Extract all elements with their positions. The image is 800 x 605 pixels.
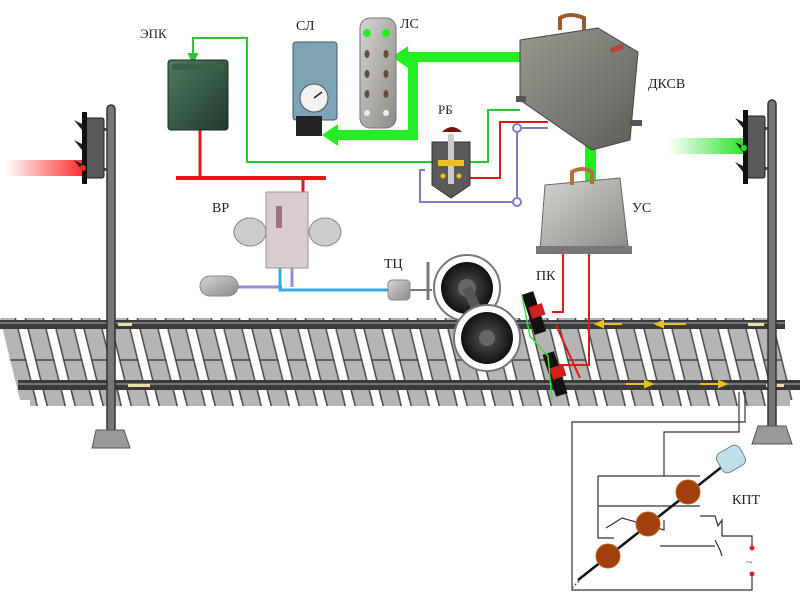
kpt-cams [571, 444, 747, 589]
vr-air-distributor [233, 191, 342, 269]
rail-joint-left-far [118, 323, 132, 326]
rail-joint-left-near [128, 384, 150, 387]
signal-left [5, 104, 131, 449]
sleeper-bed [0, 318, 800, 400]
pk-wire-red [552, 250, 590, 379]
tc-brake-cylinder [387, 262, 432, 301]
ac-source: ~ [746, 545, 755, 577]
label-ls: ЛС [400, 17, 419, 32]
control-wire-green [187, 37, 520, 163]
ac-symbol: ~ [746, 555, 753, 569]
label-pk: ПК [536, 269, 556, 284]
us-device [536, 167, 632, 254]
rb-button [431, 127, 471, 199]
signal-base-left [91, 429, 131, 449]
signal-base-right [751, 425, 793, 445]
label-dksv: ДКСВ [648, 77, 685, 92]
rb-wire-red [460, 121, 548, 179]
signal-green-beam [668, 138, 748, 154]
label-rb: РБ [438, 102, 453, 117]
railway-track [0, 318, 800, 406]
pk-receiver-coils [521, 291, 568, 401]
label-vr: ВР [212, 201, 229, 216]
rb-wire-blue [419, 123, 548, 207]
air-line [236, 245, 390, 292]
sl-speedometer [292, 41, 338, 136]
label-epk: ЭПК [140, 26, 167, 41]
track-code-arrows [593, 319, 729, 389]
dksv-device [516, 13, 642, 151]
kpt-motor [715, 444, 747, 474]
label-kpt: КПТ [732, 493, 760, 508]
arrow-to-ls [392, 46, 408, 68]
air-reservoir [199, 275, 239, 297]
label-us: УС [632, 201, 651, 216]
kpt-circuit [571, 392, 753, 591]
wheelset [433, 254, 521, 372]
sleeper-ends-bottom [30, 392, 790, 406]
rail-joint-right-far [748, 323, 764, 326]
signal-red-beam [5, 160, 85, 176]
rail-far [0, 320, 785, 329]
label-sl: СЛ [296, 19, 315, 34]
label-tc: ТЦ [384, 257, 403, 272]
ls-locomotive-signal [359, 17, 397, 129]
arrow-to-sl [322, 124, 338, 146]
epk-device [167, 59, 229, 131]
signal-right [668, 99, 793, 445]
